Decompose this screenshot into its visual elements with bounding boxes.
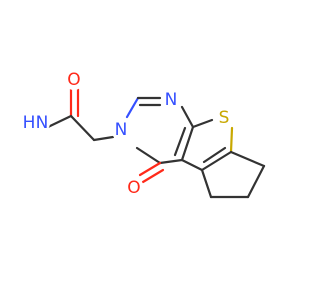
- atom-S: S: [219, 108, 230, 128]
- bond-C4-O-1: [138, 161, 162, 177]
- bond-C4-O-2: [141, 168, 165, 184]
- bond-amideC-CH2: [69, 114, 96, 142]
- bond-N1-C8a: [180, 105, 195, 129]
- bond-C7a-C7: [229, 150, 266, 168]
- atom-labels: H N O N N S O: [23, 70, 234, 198]
- bond-C7-C6: [246, 164, 266, 199]
- bond-S-C7a: [229, 126, 234, 154]
- bond-C4-N3: [135, 146, 162, 165]
- bond-C4a-C4: [158, 158, 184, 165]
- atom-N3: N: [115, 120, 128, 140]
- bond-N3-C2: [125, 96, 140, 119]
- bond-C5-C3a: [200, 168, 213, 199]
- bond-C4a-C8a-2: [173, 126, 187, 157]
- atom-N1: N: [165, 90, 178, 110]
- bonds: [46, 87, 266, 199]
- bond-C7a-C3a-2: [202, 146, 227, 164]
- bond-C3a-C4a: [180, 158, 204, 172]
- bond-C4a-C8a-1: [180, 125, 195, 162]
- atom-O-amide: O: [67, 70, 80, 90]
- bond-amideC-N: [46, 114, 73, 129]
- bond-C8a-S: [191, 118, 214, 129]
- atom-O-ring: O: [127, 178, 140, 198]
- atom-H-amide: H: [23, 113, 36, 133]
- bond-C7a-C3a-1: [200, 150, 233, 172]
- atom-N-amide: N: [36, 113, 49, 133]
- bond-CH2-N3: [92, 135, 115, 142]
- molecule-structure-diagram: H N O N N S O: [23, 70, 266, 199]
